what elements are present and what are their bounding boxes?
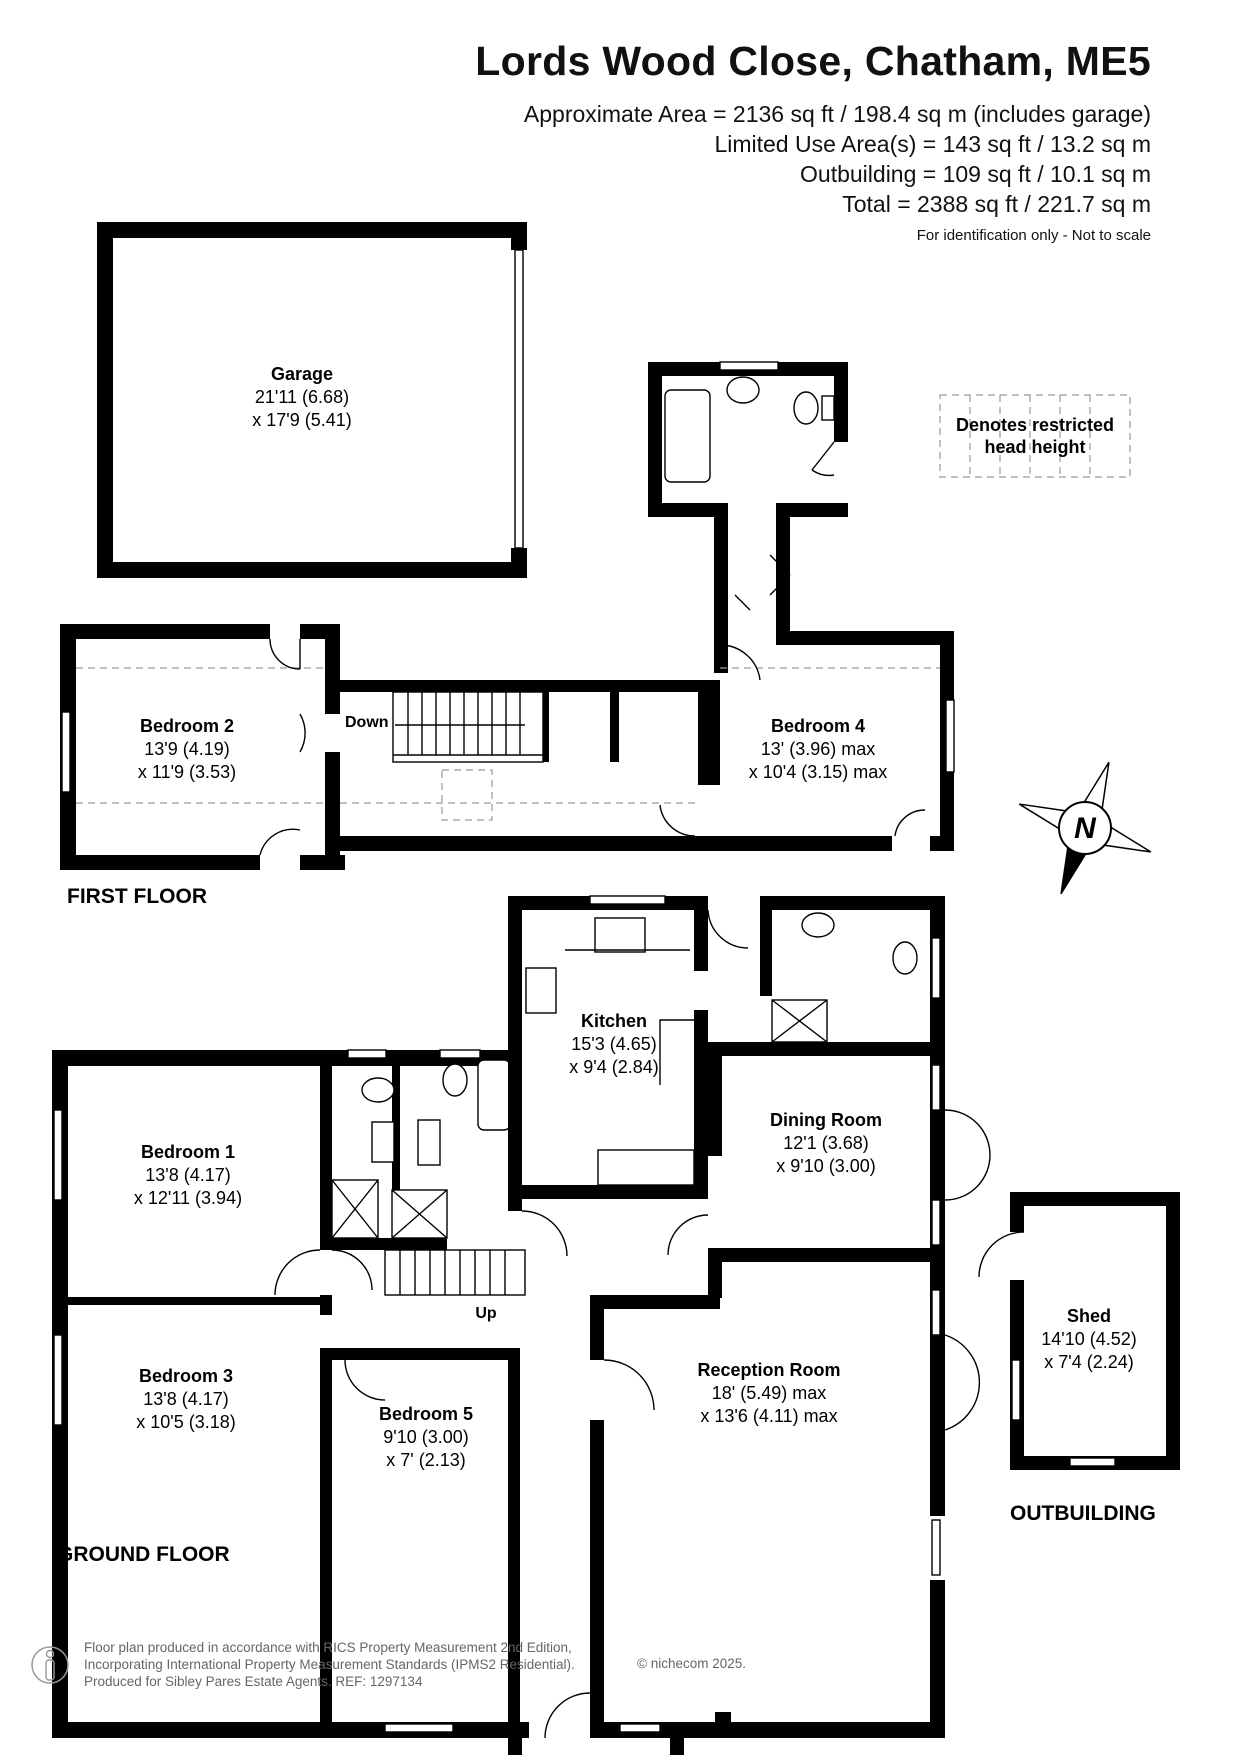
limited-use-area: Limited Use Area(s) = 143 sq ft / 13.2 s… — [714, 131, 1151, 157]
kitchen-dim1: 15'3 (4.65) — [571, 1034, 657, 1054]
bedroom4-name: Bedroom 4 — [771, 716, 865, 736]
bedroom4-dim2: x 10'4 (3.15) max — [749, 762, 888, 782]
garage: Garage 21'11 (6.68) x 17'9 (5.41) — [97, 222, 527, 578]
bedroom2-name: Bedroom 2 — [140, 716, 234, 736]
bedroom3-dim2: x 10'5 (3.18) — [136, 1412, 236, 1432]
stairs-up-label: Up — [475, 1305, 497, 1322]
stairs-down-label: Down — [345, 714, 389, 731]
footer-copyright: © nichecom 2025. — [637, 1656, 747, 1671]
first-floor-label: FIRST FLOOR — [67, 885, 207, 908]
approximate-area: Approximate Area = 2136 sq ft / 198.4 sq… — [523, 101, 1151, 127]
ground-floor-label: GROUND FLOOR — [57, 1543, 230, 1566]
ground-floor: Up Bedroom 1 13'8 (4.17) x 12'11 (3.94) … — [52, 895, 991, 1755]
dining-room-dim2: x 9'10 (3.00) — [776, 1156, 876, 1176]
reception-room-dim2: x 13'6 (4.11) max — [700, 1406, 837, 1426]
plan-header: Lords Wood Close, Chatham, ME5 Approxima… — [475, 38, 1151, 244]
person-scale-icon — [31, 1646, 69, 1684]
legend-line2: head height — [984, 437, 1085, 457]
bedroom1-dim2: x 12'11 (3.94) — [134, 1188, 242, 1208]
first-floor: Down Bedroom 2 13'9 (4.19) x 11'9 (3.53)… — [60, 361, 955, 908]
property-title: Lords Wood Close, Chatham, ME5 — [475, 38, 1151, 84]
bedroom5-dim2: x 7' (2.13) — [386, 1450, 465, 1470]
outbuilding-label: OUTBUILDING — [1010, 1502, 1156, 1525]
restricted-height-legend: Denotes restricted head height — [939, 394, 1131, 478]
bedroom3-dim1: 13'8 (4.17) — [143, 1389, 229, 1409]
shed-dim1: 14'10 (4.52) — [1041, 1329, 1137, 1349]
bedroom2-dim2: x 11'9 (3.53) — [138, 762, 236, 782]
bedroom2-dim1: 13'9 (4.19) — [144, 739, 230, 759]
dining-room-dim1: 12'1 (3.68) — [783, 1133, 869, 1153]
bedroom5-dim1: 9'10 (3.00) — [383, 1427, 469, 1447]
legend-line1: Denotes restricted — [956, 415, 1114, 435]
footer-line-2: Incorporating International Property Mea… — [84, 1657, 575, 1672]
total-area: Total = 2388 sq ft / 221.7 sq m — [842, 191, 1151, 217]
shed-name: Shed — [1067, 1306, 1111, 1326]
bedroom1-dim1: 13'8 (4.17) — [145, 1165, 231, 1185]
outbuilding-area: Outbuilding = 109 sq ft / 10.1 sq m — [800, 161, 1151, 187]
kitchen-name: Kitchen — [581, 1011, 647, 1031]
bedroom4-dim1: 13' (3.96) max — [761, 739, 876, 759]
outbuilding: Shed 14'10 (4.52) x 7'4 (2.24) OUTBUILDI… — [978, 1192, 1180, 1525]
reception-room-dim1: 18' (5.49) max — [712, 1383, 827, 1403]
scale-note: For identification only - Not to scale — [916, 227, 1151, 244]
footer-line-3: Produced for Sibley Pares Estate Agents.… — [84, 1674, 423, 1689]
footer-notes: Floor plan produced in accordance with R… — [84, 1639, 575, 1690]
footer-line-1: Floor plan produced in accordance with R… — [84, 1640, 572, 1655]
bedroom5-name: Bedroom 5 — [379, 1404, 473, 1424]
dining-room-name: Dining Room — [770, 1110, 882, 1130]
garage-name: Garage — [271, 364, 333, 384]
compass-rose: N — [1018, 761, 1152, 895]
garage-dim2: x 17'9 (5.41) — [252, 410, 352, 430]
bedroom3-name: Bedroom 3 — [139, 1366, 233, 1386]
reception-room-name: Reception Room — [697, 1360, 840, 1380]
kitchen-dim2: x 9'4 (2.84) — [569, 1057, 658, 1077]
bedroom1-name: Bedroom 1 — [141, 1142, 235, 1162]
garage-dim1: 21'11 (6.68) — [255, 387, 349, 407]
compass-north-letter: N — [1074, 812, 1097, 845]
shed-dim2: x 7'4 (2.24) — [1044, 1352, 1133, 1372]
